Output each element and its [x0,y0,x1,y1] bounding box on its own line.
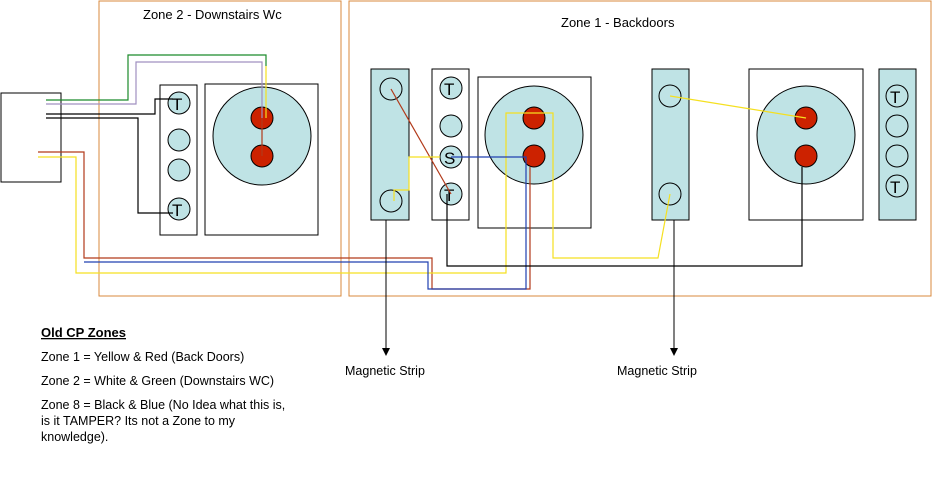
zone1-terminal-3-label: S [444,149,455,168]
zone1-terminal-1-label: T [444,80,454,99]
zone2-terminal-4 [167,197,191,221]
wire-white [46,61,263,118]
legend-zone8-line1: Zone 8 = Black & Blue (No Idea what this… [41,398,285,412]
zone1-right-terminal-4-label: T [890,178,900,197]
legend-zone8-line2: is it TAMPER? Its not a Zone to my [41,414,236,428]
wire-black-a [46,98,173,115]
legend-zone1: Zone 1 = Yellow & Red (Back Doors) [41,350,244,364]
zone2-box [98,0,342,297]
magnetic-strip-label-left: Magnetic Strip [345,364,425,378]
magnetic-strip-label-right: Magnetic Strip [617,364,697,378]
zone1-title: Zone 1 - Backdoors [561,15,675,30]
zone1-sensor-a-contact-top [522,106,546,130]
zone1-terminal-1 [439,76,463,100]
zone2-terminal-3 [167,158,191,182]
wire-yellow-magnet-right [669,95,807,119]
control-panel-box [0,92,62,183]
wire-black-b [46,117,173,214]
zone1-right-terminal-2 [885,114,909,138]
zone1-sensor-a-disc [484,85,584,185]
zone1-sensor-b-contact-bottom [794,144,818,168]
zone1-right-terminal-4 [885,174,909,198]
legend-zone8-line3: knowledge). [41,430,108,444]
zone2-terminal-2 [167,128,191,152]
wire-yellow-magnet-left [393,156,440,201]
wire-red-diagonal [390,88,452,195]
zone1-magnet-left-bottom-contact [379,189,403,213]
zone2-terminal-1 [167,91,191,115]
wire-red-main [38,151,531,290]
zone1-sensor-a-contact-bottom [522,144,546,168]
legend-title: Old CP Zones [41,325,126,340]
zone1-sensor-b-disc [756,85,856,185]
zone1-terminal-2 [439,114,463,138]
legend-zone2: Zone 2 = White & Green (Downstairs WC) [41,374,274,388]
wire-yellow-main [38,112,671,274]
zone2-terminal-1-label: T [172,95,182,114]
wire-black-zone1 [446,167,803,267]
wire-green [46,54,267,101]
zone1-terminal-4-label: T [444,186,454,205]
zone2-terminal-4-label: T [172,201,182,220]
zone1-box [348,0,932,297]
wire-blue-main [84,156,527,290]
zone1-right-terminal-1 [885,84,909,108]
zone1-right-terminal-1-label: T [890,88,900,107]
zone2-title: Zone 2 - Downstairs Wc [143,7,282,22]
zone1-right-terminal-3 [885,144,909,168]
